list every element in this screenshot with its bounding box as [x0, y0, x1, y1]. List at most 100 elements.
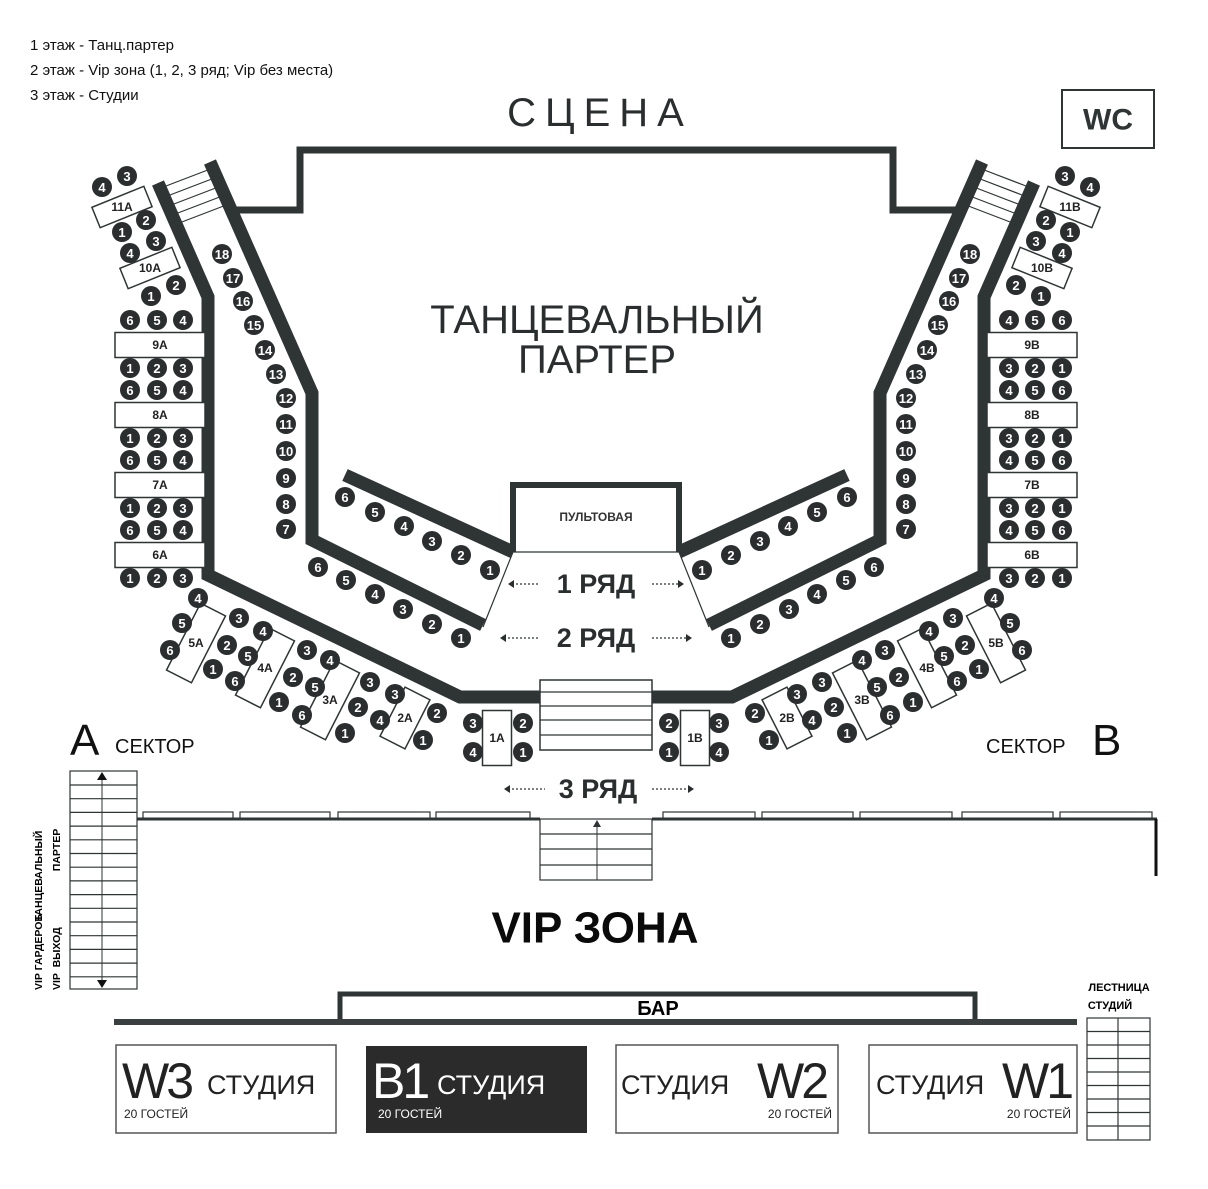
- seat-marker[interactable]: [393, 599, 413, 619]
- seat[interactable]: 3: [463, 713, 483, 733]
- seat[interactable]: 4: [999, 520, 1019, 540]
- seat[interactable]: 1: [903, 692, 923, 712]
- seat[interactable]: 3: [173, 428, 193, 448]
- seat-marker[interactable]: [233, 291, 253, 311]
- seat[interactable]: 3: [709, 713, 729, 733]
- seat[interactable]: 2: [513, 713, 533, 733]
- seat[interactable]: 4: [709, 742, 729, 762]
- seat-marker[interactable]: [370, 710, 390, 730]
- seat[interactable]: 3: [385, 684, 405, 704]
- seat[interactable]: 2: [217, 635, 237, 655]
- seat[interactable]: 3: [297, 640, 317, 660]
- seat[interactable]: 5: [1025, 450, 1045, 470]
- seat-marker[interactable]: [692, 560, 712, 580]
- seat[interactable]: 6: [120, 450, 140, 470]
- seat[interactable]: 16: [939, 291, 959, 311]
- seat[interactable]: 6: [1052, 380, 1072, 400]
- seat[interactable]: 9: [896, 468, 916, 488]
- seat[interactable]: 6: [120, 310, 140, 330]
- seat-marker[interactable]: [709, 742, 729, 762]
- seat[interactable]: 5: [305, 677, 325, 697]
- seat-marker[interactable]: [896, 414, 916, 434]
- seat[interactable]: 13: [906, 364, 926, 384]
- seat-marker[interactable]: [984, 588, 1004, 608]
- seat[interactable]: 1: [759, 730, 779, 750]
- seat[interactable]: 4: [984, 588, 1004, 608]
- seat[interactable]: 1: [1052, 358, 1072, 378]
- seat-marker[interactable]: [750, 614, 770, 634]
- seat-marker[interactable]: [320, 650, 340, 670]
- seat-marker[interactable]: [807, 502, 827, 522]
- studio-w3[interactable]: W3 СТУДИЯ 20 ГОСТЕЙ: [115, 1044, 337, 1134]
- seat[interactable]: 3: [999, 568, 1019, 588]
- seat-marker[interactable]: [949, 268, 969, 288]
- seat-marker[interactable]: [172, 613, 192, 633]
- seat[interactable]: 4: [92, 177, 112, 197]
- seat[interactable]: 1: [513, 742, 533, 762]
- seat-marker[interactable]: [1060, 222, 1080, 242]
- seat[interactable]: 11: [896, 414, 916, 434]
- seat[interactable]: 4: [999, 310, 1019, 330]
- seat-marker[interactable]: [244, 315, 264, 335]
- seat[interactable]: 14: [917, 340, 937, 360]
- seat-marker[interactable]: [253, 621, 273, 641]
- seat-marker[interactable]: [896, 468, 916, 488]
- seat[interactable]: 3: [750, 531, 770, 551]
- seat-marker[interactable]: [451, 545, 471, 565]
- seat-table-9a[interactable]: 9A: [114, 331, 206, 359]
- seat[interactable]: 3: [360, 672, 380, 692]
- seat-marker[interactable]: [422, 614, 442, 634]
- seat-table-11b[interactable]: 11B: [1038, 185, 1102, 229]
- seat[interactable]: 6: [837, 487, 857, 507]
- seat-marker[interactable]: [999, 568, 1019, 588]
- seat-marker[interactable]: [146, 231, 166, 251]
- seat-table-6a[interactable]: 6A: [114, 541, 206, 569]
- seat[interactable]: 3: [875, 640, 895, 660]
- seat[interactable]: 6: [120, 520, 140, 540]
- seat[interactable]: 4: [463, 742, 483, 762]
- seat-marker[interactable]: [422, 531, 442, 551]
- seat-marker[interactable]: [147, 450, 167, 470]
- seat[interactable]: 7: [276, 519, 296, 539]
- seat[interactable]: 11: [276, 414, 296, 434]
- seat[interactable]: 1: [335, 723, 355, 743]
- seat[interactable]: 2: [745, 703, 765, 723]
- seat-marker[interactable]: [513, 742, 533, 762]
- seat-marker[interactable]: [360, 672, 380, 692]
- seat-marker[interactable]: [778, 516, 798, 536]
- seat[interactable]: 1: [1060, 222, 1080, 242]
- seat-marker[interactable]: [659, 742, 679, 762]
- seat-marker[interactable]: [276, 388, 296, 408]
- seat-marker[interactable]: [999, 520, 1019, 540]
- seat[interactable]: 5: [1000, 613, 1020, 633]
- seat-marker[interactable]: [1052, 498, 1072, 518]
- seat[interactable]: 1: [451, 628, 471, 648]
- seat[interactable]: 4: [173, 450, 193, 470]
- seat-marker[interactable]: [394, 516, 414, 536]
- seat[interactable]: 1: [413, 730, 433, 750]
- seat[interactable]: 1: [120, 568, 140, 588]
- seat[interactable]: 2: [750, 614, 770, 634]
- seat[interactable]: 1: [120, 498, 140, 518]
- seat[interactable]: 3: [999, 428, 1019, 448]
- seat-marker[interactable]: [906, 364, 926, 384]
- seat[interactable]: 5: [1025, 310, 1045, 330]
- seat-marker[interactable]: [112, 222, 132, 242]
- seat[interactable]: 15: [928, 315, 948, 335]
- seat-marker[interactable]: [659, 713, 679, 733]
- seat[interactable]: 1: [120, 358, 140, 378]
- seat-marker[interactable]: [1026, 231, 1046, 251]
- seat-marker[interactable]: [999, 310, 1019, 330]
- seat[interactable]: 3: [787, 684, 807, 704]
- seat[interactable]: 3: [393, 599, 413, 619]
- seat-marker[interactable]: [947, 671, 967, 691]
- seat-marker[interactable]: [255, 340, 275, 360]
- seat-marker[interactable]: [928, 315, 948, 335]
- seat-marker[interactable]: [305, 677, 325, 697]
- seat-marker[interactable]: [173, 568, 193, 588]
- seat-table-1a[interactable]: 1A: [481, 709, 513, 767]
- seat[interactable]: 2: [889, 667, 909, 687]
- seat[interactable]: 6: [335, 487, 355, 507]
- seat[interactable]: 1: [480, 560, 500, 580]
- seat-table-10b[interactable]: 10B: [1010, 246, 1074, 290]
